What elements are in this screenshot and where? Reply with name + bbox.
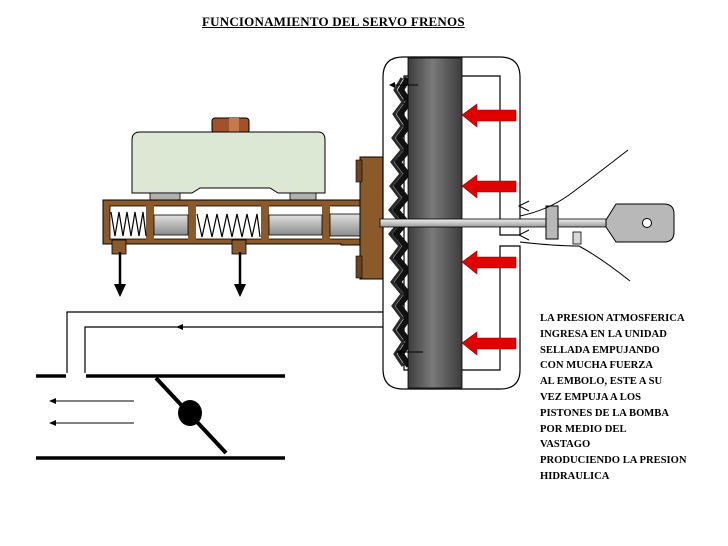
explanation-line: PISTONES DE LA BOMBA: [540, 407, 670, 419]
intake-duct: [36, 373, 285, 460]
red-arrow-left-icon: [461, 250, 517, 275]
explanation-line: VEZ EMPUJA A LOS: [540, 391, 641, 403]
arrow-down-icon: [114, 252, 126, 297]
page-title: FUNCIONAMIENTO DEL SERVO FRENOS: [202, 14, 465, 29]
red-arrow-left-icon: [461, 103, 517, 128]
explanation-line: SELLADA EMPUJANDO: [540, 344, 660, 356]
pedal-linkage: [519, 149, 631, 282]
explanation-line: CON MUCHA FUERZA: [540, 360, 653, 372]
spring-icon: [196, 213, 261, 238]
arrow-left-icon: [49, 398, 134, 404]
arrow-down-icon: [234, 252, 246, 297]
explanation-line: PRODUCIENDO LA PRESION: [540, 455, 687, 467]
arrow-left-icon: [49, 420, 134, 426]
brake-line: [66, 311, 383, 378]
explanation-line: HIDRAULICA: [540, 470, 610, 482]
spring-icon: [110, 211, 147, 237]
arrow-left-icon: [396, 349, 423, 355]
explanation-line: AL EMBOLO, ESTE A SU: [540, 376, 663, 388]
fluid-reservoir: [131, 117, 326, 204]
explanation-line: POR MEDIO DEL: [540, 423, 627, 435]
red-arrow-left-icon: [461, 174, 517, 199]
chevron-left-icon: [517, 200, 530, 212]
arrow-left-icon: [176, 324, 229, 330]
red-arrow-left-icon: [461, 331, 517, 356]
explanation-line: LA PRESION ATMOSFERICA: [540, 313, 685, 324]
mounting-flange: [355, 156, 385, 280]
explanation-line: VASTAGO: [540, 439, 591, 451]
chevron-left-icon: [517, 229, 530, 241]
butterfly-valve-icon: [154, 376, 228, 455]
explanation-line: INGRESA EN LA UNIDAD: [540, 328, 667, 340]
push-rod: [379, 203, 675, 245]
arrow-left-icon: [389, 82, 418, 88]
explanation-text: LA PRESION ATMOSFERICA INGRESA EN LA UNID…: [540, 311, 725, 485]
